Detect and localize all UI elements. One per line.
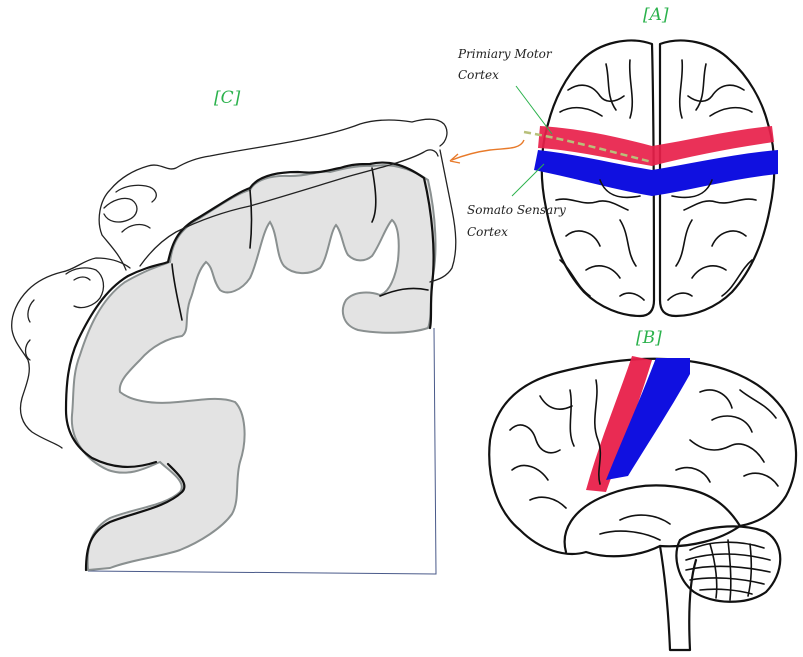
lateral-sulcus <box>563 484 742 554</box>
orange-arrowhead <box>449 153 461 164</box>
orange-arrow <box>451 139 525 161</box>
right-gyri <box>667 59 757 301</box>
left-hemisphere-outline <box>540 39 656 318</box>
motor-cortex-label-line1: Primiary Motor <box>457 47 553 61</box>
cortex-outer-surface <box>64 161 435 572</box>
sensory-callout-line <box>511 163 545 197</box>
cerebellum <box>675 525 782 603</box>
cortex-sulcus-3 <box>171 263 183 321</box>
right-hemisphere-outline <box>658 39 776 318</box>
panel-b-label: [B] <box>636 328 662 348</box>
cortex-sulcus-4 <box>379 287 429 297</box>
motor-cortex-band <box>538 126 774 166</box>
panel-c-label: [C] <box>214 88 241 108</box>
sensory-cortex-band <box>534 150 778 196</box>
left-gyri <box>555 59 645 301</box>
cerebrum-outline <box>488 357 798 558</box>
panel-c-cortex-section: [C] <box>11 88 525 575</box>
cortex-sulcus-2 <box>249 189 253 249</box>
panel-b-brain-side-view: [B] <box>488 328 798 652</box>
section-plane-dashed-line <box>523 130 653 164</box>
cortex-gray-matter <box>70 164 437 572</box>
motor-cortex-label-line2: Cortex <box>458 68 499 82</box>
section-frame <box>87 327 437 575</box>
sensory-cortex-strip <box>606 358 690 480</box>
motor-cortex-strip <box>586 356 652 492</box>
cerebrum-gyri <box>509 379 779 541</box>
motor-callout-line <box>515 85 553 135</box>
cortex-sulcus-1 <box>371 167 377 223</box>
sensory-cortex-label-line1: Somato Sensary <box>467 203 566 217</box>
panel-a-label: [A] <box>643 5 669 25</box>
cerebellum-folia <box>685 539 771 601</box>
panel-a-brain-top-view: [A] Primiary Motor Cortex Somato Sensary… <box>457 5 778 318</box>
brainstem <box>658 544 698 652</box>
homunculus-outline <box>11 118 457 449</box>
sensory-cortex-label-line2: Cortex <box>467 225 508 239</box>
